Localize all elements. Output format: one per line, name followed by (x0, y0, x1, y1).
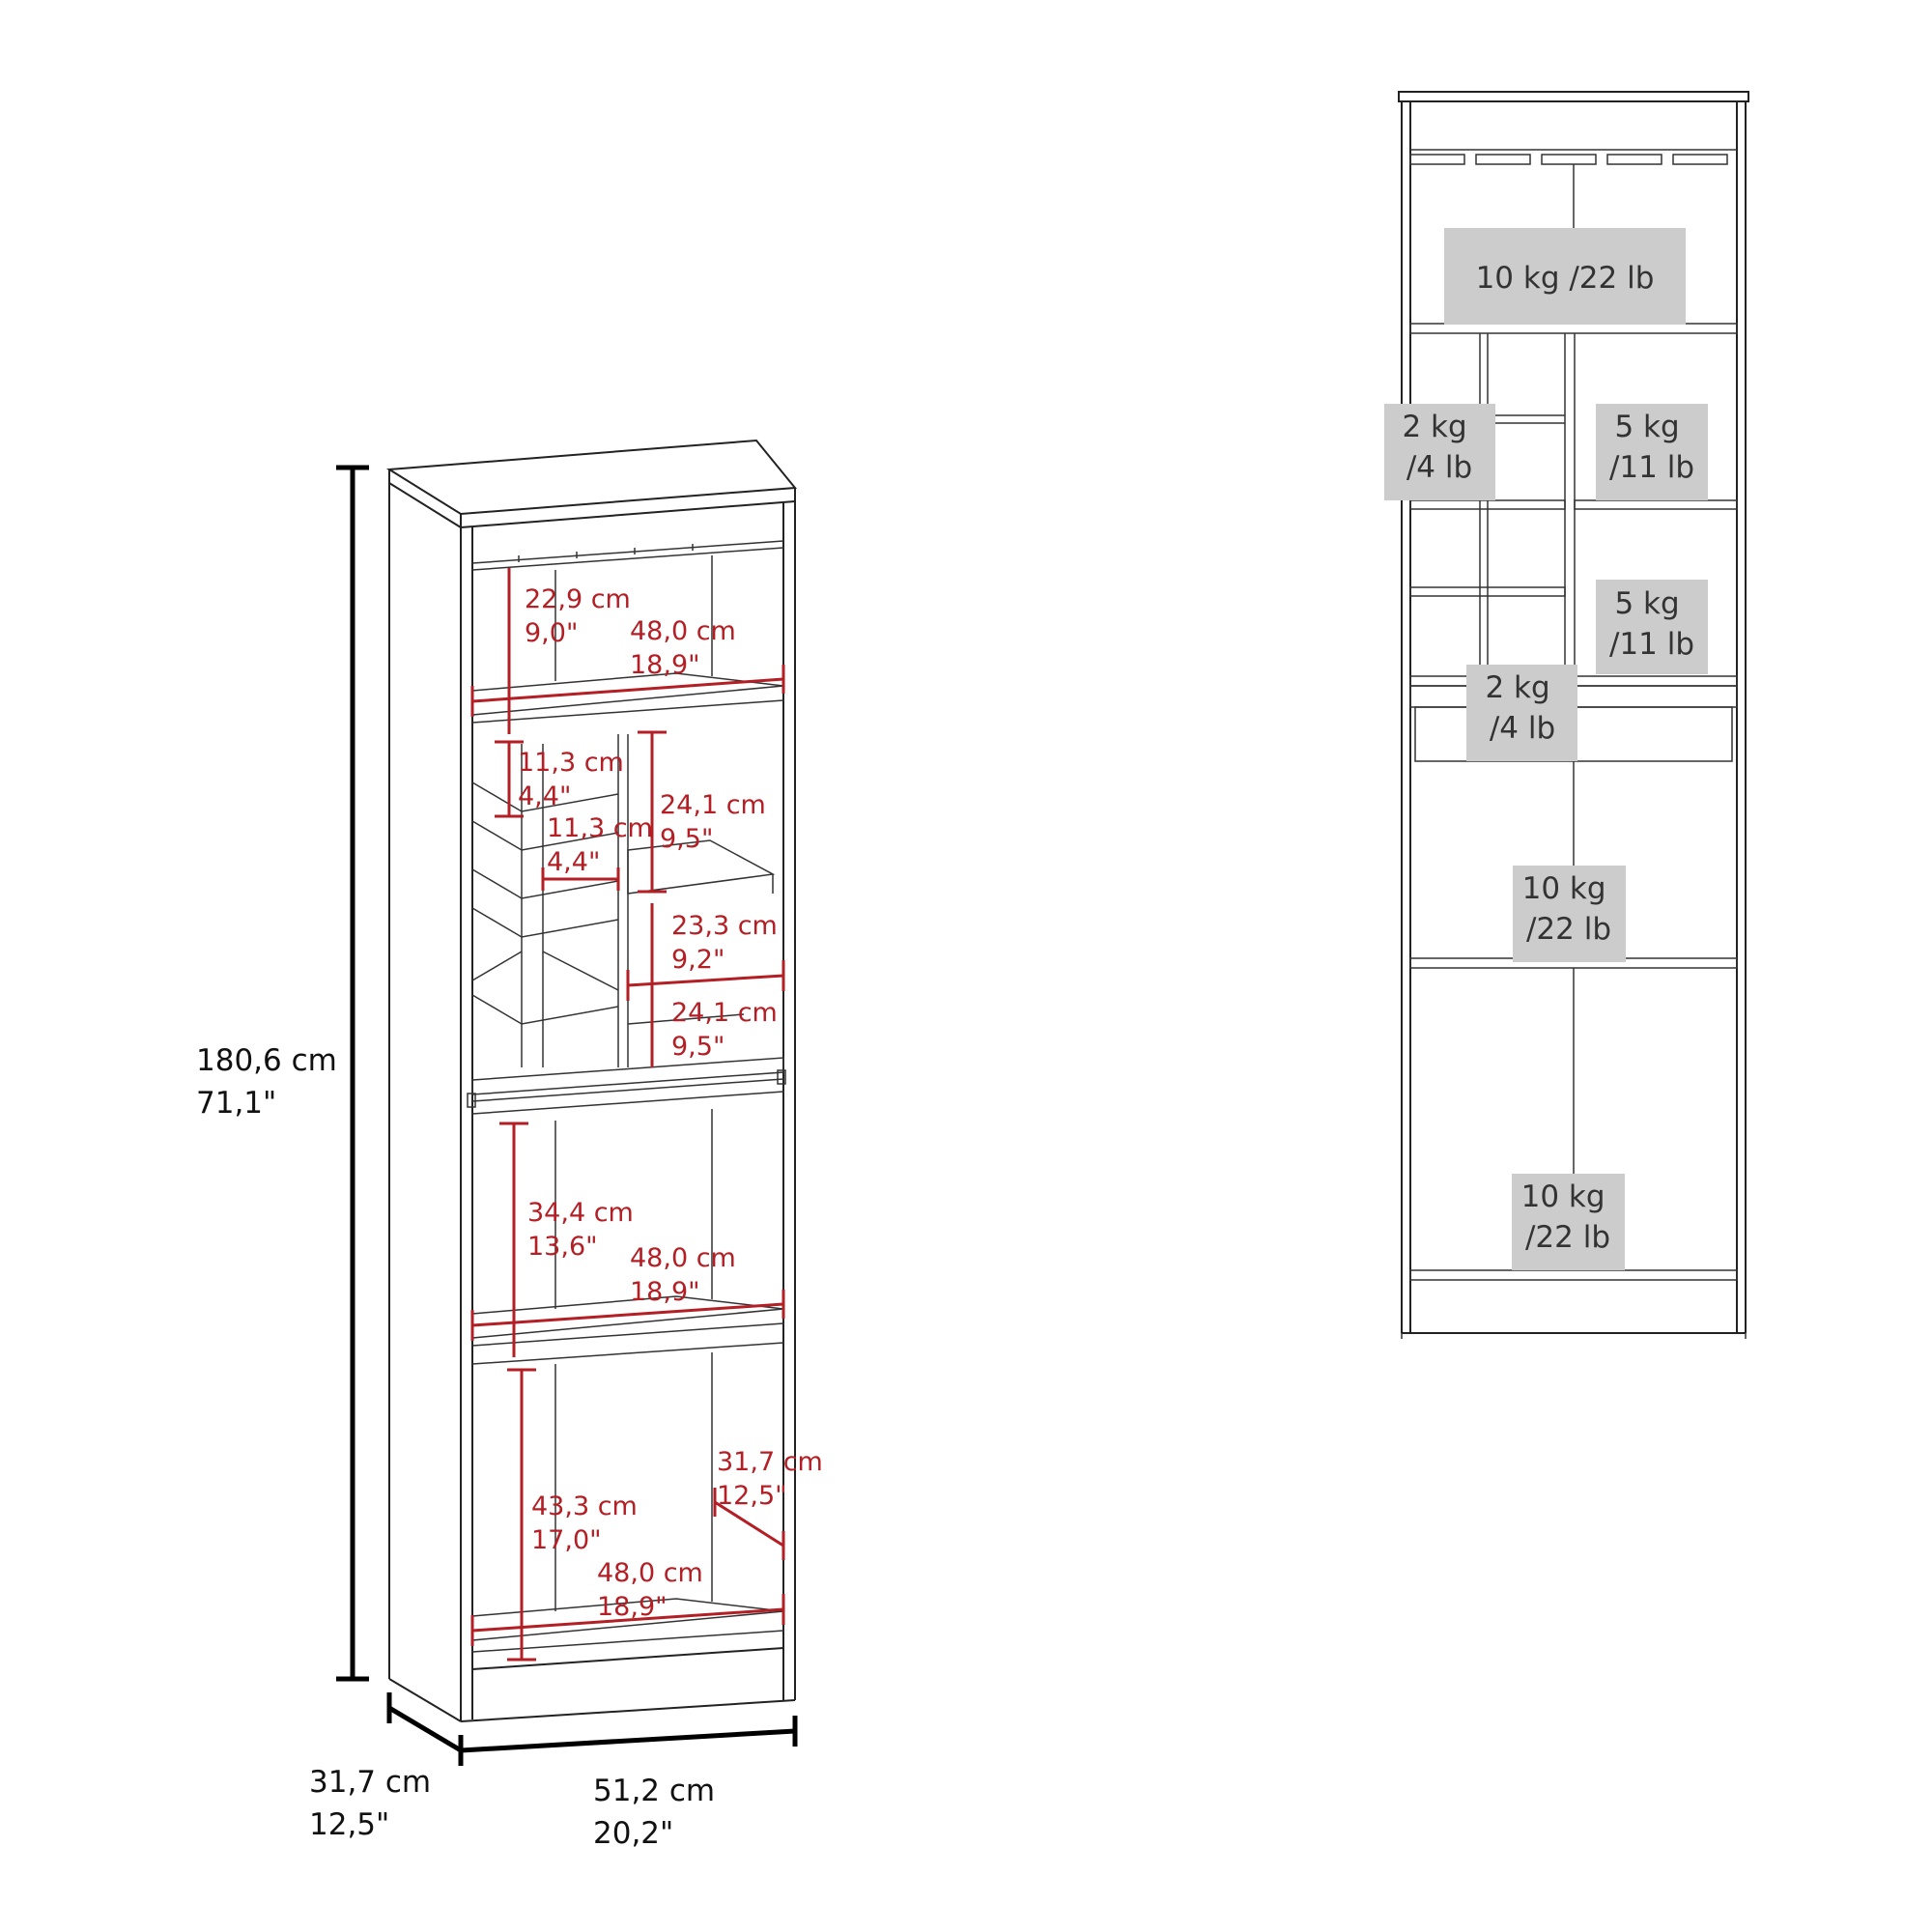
overall-height-label: 180,6 cm 71,1" (196, 1043, 347, 1121)
dim-mid-shelf-height: 24,1 cm 9,5" (660, 790, 774, 854)
capacity-box-bottom (1512, 1174, 1625, 1270)
capacity-middle-shelf: 10 kg /22 lb (1522, 871, 1616, 947)
overall-width-label: 51,2 cm 20,2" (593, 1774, 724, 1851)
inner-dimension-lines (470, 568, 785, 1662)
capacity-left-cubby: 2 kg /4 lb (1402, 410, 1476, 485)
front-top-slab (1398, 91, 1749, 102)
dim-top-width: 48,0 cm 18,9" (630, 616, 744, 680)
dim-top-height: 22,9 cm 9,0" (525, 584, 639, 648)
capacity-box-right-upper (1596, 404, 1708, 500)
capacity-top-shelf: 10 kg /22 lb (1476, 261, 1655, 296)
overall-depth-label: 31,7 cm 12,5" (309, 1765, 440, 1842)
capacity-box-drawer (1466, 665, 1577, 761)
capacity-box-left-cubby (1384, 404, 1495, 500)
dim-bottom-width: 48,0 cm 18,9" (597, 1558, 711, 1622)
overall-dimension-lines (336, 465, 798, 1766)
capacity-box-top (1444, 228, 1686, 325)
cabinet-top-slab (385, 439, 797, 516)
capacity-drawer: 2 kg /4 lb (1485, 670, 1559, 746)
width-dimension-line (460, 1728, 796, 1753)
capacity-box-middle (1513, 866, 1626, 962)
dim-cubby-width: 11,3 cm 4,4" (547, 813, 661, 877)
capacity-right-shelf-lower: 5 kg /11 lb (1609, 586, 1694, 662)
dim-cubby-height: 11,3 cm 4,4" (518, 748, 632, 811)
depth-dimension-line (387, 1705, 463, 1753)
capacity-bottom-shelf: 10 kg /22 lb (1521, 1179, 1615, 1255)
capacity-box-right-lower (1596, 580, 1708, 674)
capacity-right-shelf-upper: 5 kg /11 lb (1609, 410, 1694, 485)
dim-mid-shelf-width: 23,3 cm 9,2" (671, 911, 785, 975)
dim-inner-depth: 31,7 cm 12,5" (717, 1447, 831, 1511)
dim-lower-shelf-height: 24,1 cm 9,5" (671, 998, 785, 1062)
dim-lower-height: 34,4 cm 13,6" (527, 1198, 641, 1262)
dim-bottom-height: 43,3 cm 17,0" (531, 1492, 645, 1555)
dim-lower-width: 48,0 cm 18,9" (630, 1243, 744, 1307)
